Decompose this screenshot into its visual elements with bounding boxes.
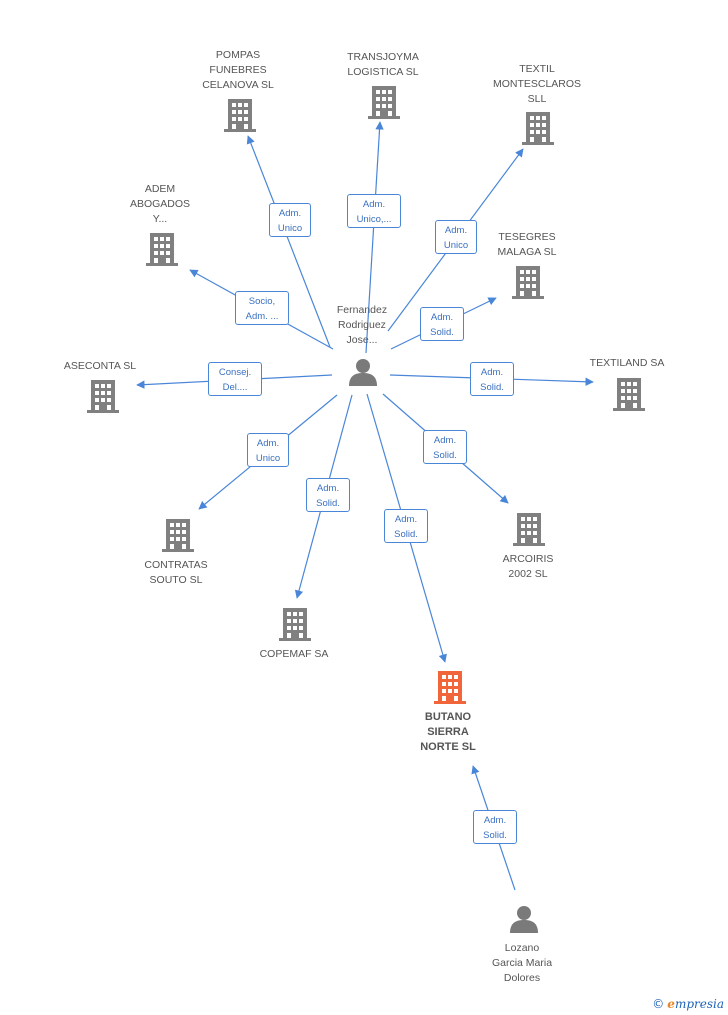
edge-role-label[interactable]: Adm. Solid.: [473, 810, 517, 844]
building-icon[interactable]: [87, 380, 119, 413]
node-label-contratas[interactable]: CONTRATAS SOUTO SL: [144, 559, 208, 586]
brand-initial: e: [667, 997, 675, 1011]
edge-fernandez-to-transjoyma: [365, 121, 384, 354]
building-icon[interactable]: [434, 671, 466, 704]
building-icon[interactable]: [368, 86, 400, 119]
edge-role-label[interactable]: Adm. Solid.: [306, 478, 350, 512]
node-label-aseconta[interactable]: ASECONTA SL: [63, 360, 137, 372]
building-icon[interactable]: [162, 519, 194, 552]
node-label-lozano[interactable]: Lozano Garcia Maria Dolores: [491, 942, 553, 984]
brand-name: mpresia: [674, 997, 724, 1011]
node-label-arcoiris[interactable]: ARCOIRIS 2002 SL: [502, 553, 554, 580]
building-icon[interactable]: [513, 513, 545, 546]
node-label-tesegres[interactable]: TESEGRES MALAGA SL: [497, 231, 557, 258]
empresia-watermark[interactable]: ©empresia: [652, 997, 724, 1011]
edge-role-label[interactable]: Adm. Solid.: [423, 430, 467, 464]
edge-role-label[interactable]: Socio, Adm. ...: [235, 291, 289, 325]
edge-role-label[interactable]: Adm. Unico: [247, 433, 289, 467]
edge-role-label[interactable]: Adm. Solid.: [470, 362, 514, 396]
node-label-textiland[interactable]: TEXTILAND SA: [589, 357, 665, 369]
building-icon[interactable]: [279, 608, 311, 641]
node-label-fernandez[interactable]: Fernandez Rodriguez Jose...: [336, 304, 388, 346]
person-icon[interactable]: [349, 359, 377, 386]
edge-role-label[interactable]: Consej. Del....: [208, 362, 262, 396]
person-icon[interactable]: [510, 906, 538, 933]
edge-role-label[interactable]: Adm. Unico: [435, 220, 477, 254]
building-icon[interactable]: [146, 233, 178, 266]
node-label-transjoyma[interactable]: TRANSJOYMA LOGISTICA SL: [347, 51, 419, 78]
node-label-copemaf[interactable]: COPEMAF SA: [259, 648, 329, 660]
copyright-icon: ©: [652, 997, 665, 1011]
edge-role-label[interactable]: Adm. Solid.: [384, 509, 428, 543]
edge-role-label[interactable]: Adm. Unico,...: [347, 194, 401, 228]
edge-role-label[interactable]: Adm. Unico: [269, 203, 311, 237]
building-icon[interactable]: [522, 112, 554, 145]
node-label-pompas[interactable]: POMPAS FUNEBRES CELANOVA SL: [202, 49, 274, 91]
node-label-adem[interactable]: ADEM ABOGADOS Y...: [129, 183, 191, 225]
edge-fernandez-to-pompas: [246, 135, 331, 348]
node-label-butano[interactable]: BUTANO SIERRA NORTE SL: [420, 711, 476, 753]
edge-role-label[interactable]: Adm. Solid.: [420, 307, 464, 341]
building-icon[interactable]: [224, 99, 256, 132]
building-icon[interactable]: [512, 266, 544, 299]
building-icon[interactable]: [613, 378, 645, 411]
node-label-montesclaros[interactable]: TEXTIL MONTESCLAROS SLL: [492, 63, 582, 105]
